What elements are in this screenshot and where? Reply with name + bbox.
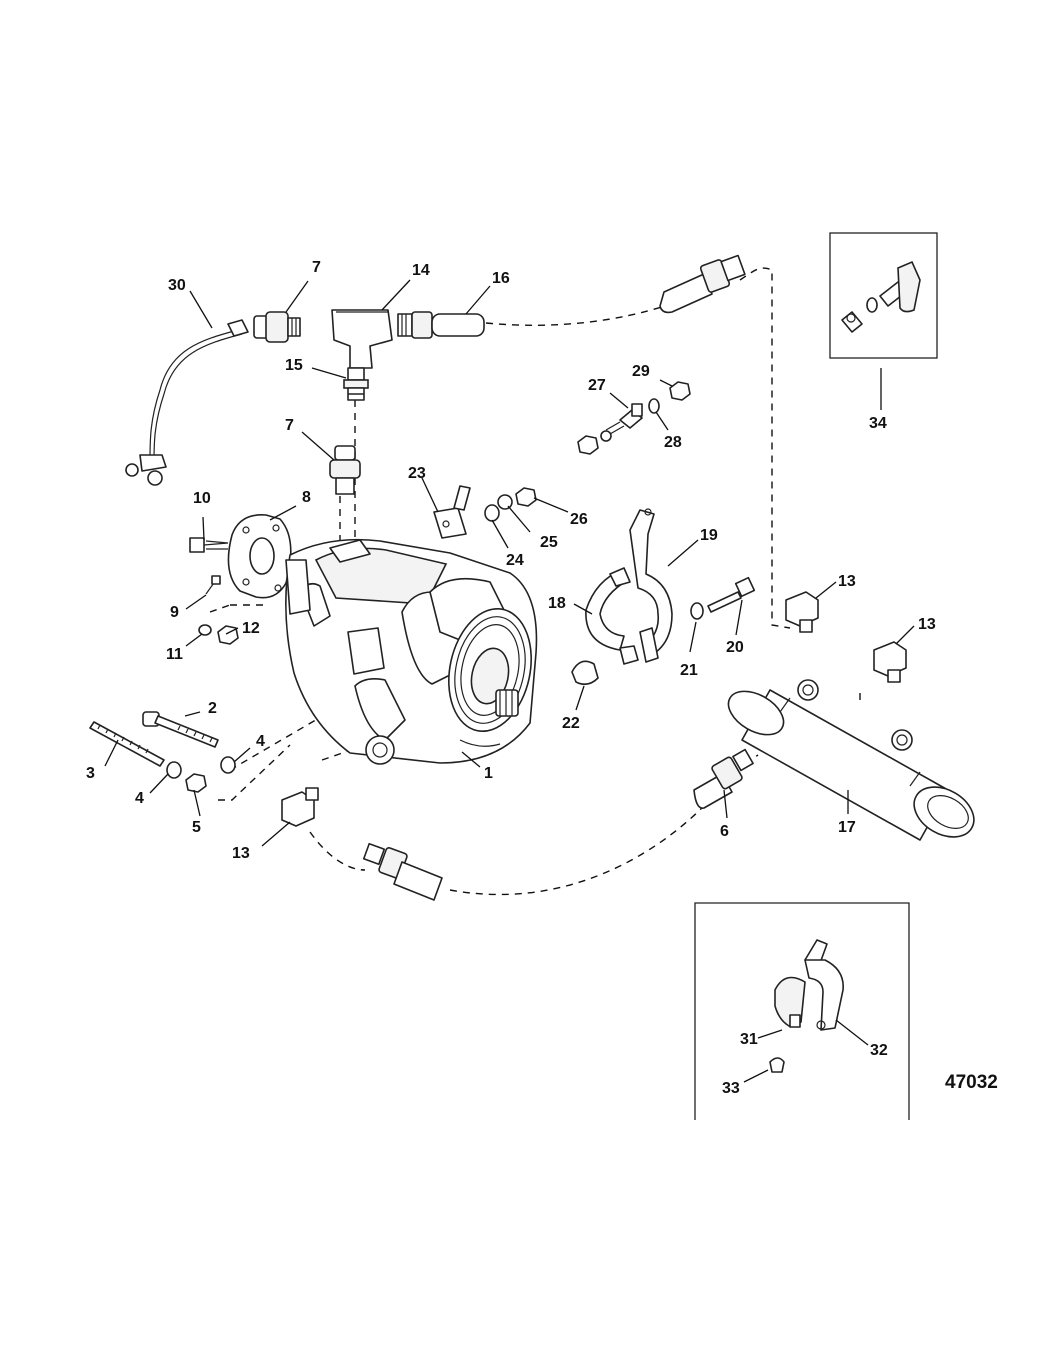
tee-fitting (331, 309, 393, 369)
cap-nut-22 (571, 660, 599, 686)
inset-box-elbow-fitting (829, 232, 938, 410)
callout-3: 3 (86, 765, 95, 782)
callout-12: 12 (242, 620, 260, 637)
callout-19: 19 (700, 527, 718, 544)
cap-screw-2 (142, 711, 219, 748)
hose-fitting-lower (362, 842, 443, 901)
bolt-20 (707, 576, 756, 613)
callout-32: 32 (870, 1042, 888, 1059)
callout-7-lower: 7 (285, 417, 294, 434)
hose-with-fitting-16 (397, 311, 485, 339)
callout-14: 14 (412, 262, 430, 279)
hose-fitting-6 (693, 748, 754, 809)
callout-21: 21 (680, 662, 698, 679)
callout-28: 28 (664, 434, 682, 451)
temperature-switch-lower (329, 445, 361, 495)
callout-18: 18 (548, 595, 566, 612)
callout-15: 15 (285, 357, 303, 374)
nut-5 (185, 773, 207, 793)
callout-23: 23 (408, 465, 426, 482)
oil-cooler (727, 679, 975, 841)
callout-30: 30 (168, 277, 186, 294)
callout-labels: 1 2 3 4 4 5 6 7 7 8 9 10 11 12 13 13 13 … (86, 259, 936, 1097)
figure-number: 47032 (945, 1072, 998, 1093)
stud-27 (605, 403, 643, 435)
nut-12 (217, 625, 239, 645)
elbow-fitting-detail (841, 260, 921, 333)
washer-28 (648, 398, 660, 414)
clamp-bracket-23 (433, 485, 471, 539)
callout-17: 17 (838, 819, 856, 836)
washer-4-left (166, 761, 182, 779)
washer-11 (198, 624, 212, 636)
callout-6: 6 (720, 823, 729, 840)
clamp-halves-18-19 (585, 508, 673, 665)
elbow-fitting-13-right (873, 641, 907, 683)
washer-4-right (220, 756, 236, 774)
callout-9: 9 (170, 604, 179, 621)
hose-nipple-fitting (343, 367, 369, 401)
sender-wire-harness (125, 319, 249, 486)
inset-box-bracket-detail (694, 902, 910, 1120)
washer-24 (484, 504, 500, 522)
bolt-10 (189, 537, 229, 553)
nut-washer-27-left (577, 430, 612, 455)
callout-13-lower: 13 (232, 845, 250, 862)
callout-13-right: 13 (918, 616, 936, 633)
callout-24: 24 (506, 552, 524, 569)
callout-26: 26 (570, 511, 588, 528)
elbow-fitting-13-middle (785, 591, 819, 633)
callout-10: 10 (193, 490, 211, 507)
callout-8: 8 (302, 489, 311, 506)
callout-2: 2 (208, 700, 217, 717)
callout-22: 22 (562, 715, 580, 732)
callout-4-left: 4 (135, 790, 144, 807)
callout-16: 16 (492, 270, 510, 287)
callout-5: 5 (192, 819, 201, 836)
callout-13-middle: 13 (838, 573, 856, 590)
callout-4-right: 4 (256, 733, 265, 750)
stud-bolt-3 (89, 721, 165, 767)
callout-29: 29 (632, 363, 650, 380)
callout-20: 20 (726, 639, 744, 656)
adapter-flange (227, 514, 292, 599)
callout-25: 25 (540, 534, 558, 551)
elbow-fitting-13-lower (281, 787, 319, 827)
callout-11: 11 (166, 646, 183, 663)
callout-27: 27 (588, 377, 606, 394)
callout-33: 33 (722, 1080, 740, 1097)
callout-1: 1 (484, 765, 493, 782)
hose-end-fitting-upper-right (659, 254, 746, 314)
washer-25 (497, 494, 513, 510)
bracket-clamp-detail (769, 939, 844, 1073)
callout-34: 34 (869, 415, 887, 432)
nut-29 (669, 381, 691, 401)
temperature-switch-top (253, 311, 301, 343)
callout-7-top: 7 (312, 259, 321, 276)
transmission-housing (285, 538, 538, 765)
callout-31: 31 (740, 1031, 758, 1048)
screw-9 (205, 575, 221, 595)
leader-lines (104, 279, 915, 1083)
washer-21 (690, 602, 704, 620)
nut-26 (515, 487, 537, 507)
